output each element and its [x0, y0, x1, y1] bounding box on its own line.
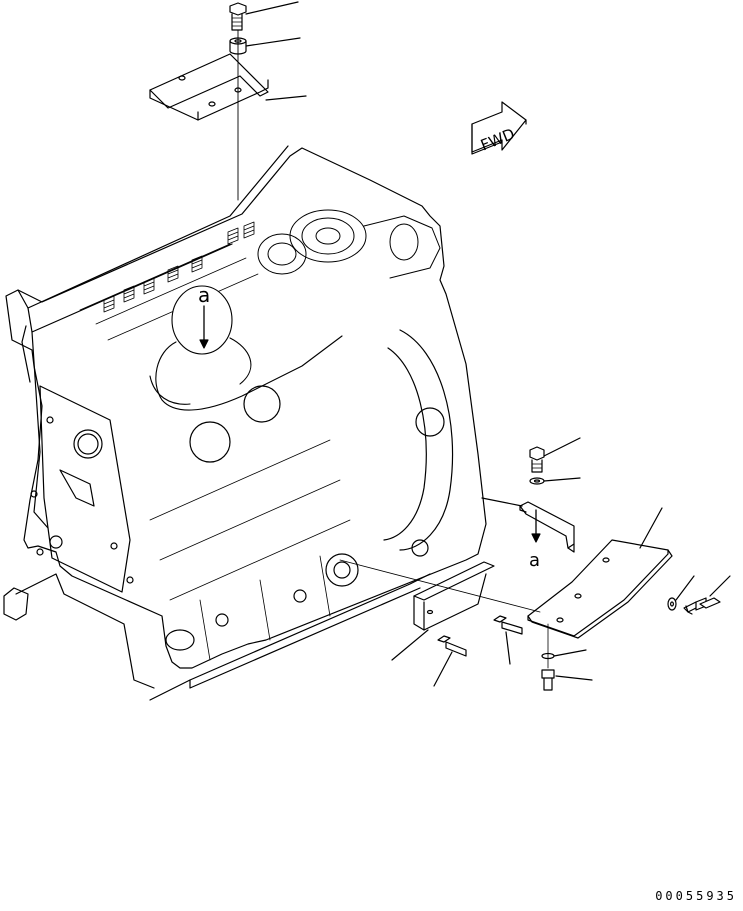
leader-line: [639, 507, 663, 549]
leader-line: [265, 95, 307, 101]
drawing-number: 00055935: [655, 889, 737, 903]
l-bracket-icon: [519, 501, 575, 553]
lower-bolt-icon: [493, 615, 523, 635]
leader-line: [555, 675, 593, 681]
leader-line: [245, 37, 301, 47]
lower-bolt-icon: [437, 635, 467, 657]
plate-bracket-icon: [527, 539, 673, 639]
leader-line: [391, 629, 429, 661]
leader-line: [543, 477, 581, 482]
leader-line: [481, 497, 523, 507]
leader-line: [505, 631, 511, 665]
top-bracket-icon: [149, 53, 269, 121]
leader-line: [553, 649, 587, 657]
leader-line: [433, 651, 453, 687]
washer-icon: [529, 477, 545, 485]
leader-line: [675, 575, 695, 601]
turbocharger: [257, 209, 441, 279]
reference-point-bracket: [531, 509, 541, 543]
reference-label-engine: a: [198, 283, 210, 307]
intake-pipe: [149, 285, 343, 411]
axis-line: [339, 559, 541, 613]
engine-block: [3, 145, 487, 701]
reference-label-bracket: a: [529, 550, 540, 571]
leader-line: [543, 437, 581, 457]
bracket-bolt-icon: [529, 446, 545, 473]
lower-bracket-icon: [413, 561, 495, 631]
leader-line: [245, 1, 299, 15]
reference-point-engine: [199, 305, 209, 349]
forward-arrow-icon: [471, 101, 527, 155]
washer-icon: [667, 597, 677, 611]
valve-spring-cluster: [103, 221, 255, 313]
side-bolt-icon: [683, 597, 721, 615]
top-bolt-icon: [229, 2, 247, 31]
leader-line: [709, 575, 731, 597]
vertical-bolt-icon: [541, 669, 555, 691]
